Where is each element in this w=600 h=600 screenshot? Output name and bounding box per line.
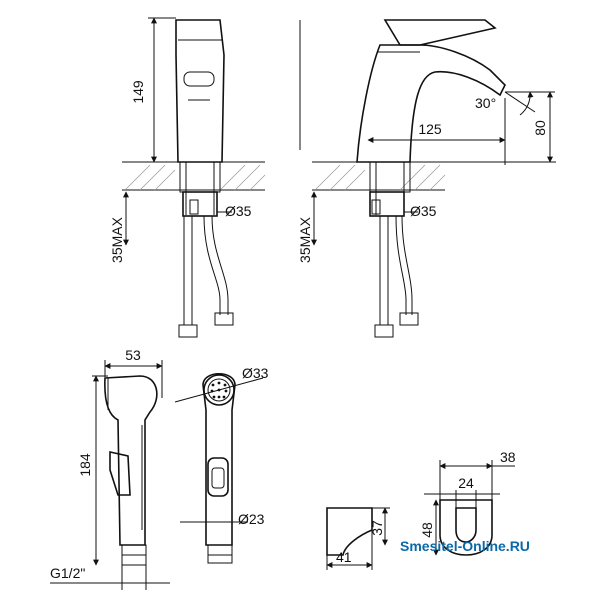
- mounting-assembly-side: [369, 161, 411, 217]
- mount-depth-front-label: 35MAX: [109, 216, 125, 263]
- reach-125-label: 125: [418, 121, 442, 137]
- dim-125: 125: [367, 98, 506, 165]
- height-37-label: 37: [369, 520, 385, 536]
- dim-35max-front: 35MAX: [109, 191, 129, 263]
- dim-53: 53: [104, 347, 163, 398]
- inner-width-24-label: 24: [458, 475, 474, 491]
- holder-side: 41 37: [326, 507, 390, 570]
- dim-hole-front: Ø35: [217, 203, 252, 219]
- watermark: Smesitel-Online.RU: [400, 538, 530, 554]
- faucet-body-side: [356, 19, 506, 163]
- handle-23-label: Ø23: [238, 511, 265, 527]
- head-width-53-label: 53: [125, 347, 141, 363]
- hand-shower-front: Ø33 Ø23: [174, 365, 269, 564]
- slot-height-48-label: 48: [419, 522, 435, 538]
- dim-hole-side: Ø35: [404, 203, 437, 219]
- hole-side-label: Ø35: [410, 203, 437, 219]
- front-view: 149 35MAX Ø35: [109, 17, 266, 338]
- dim-35max-side: 35MAX: [297, 20, 317, 263]
- countertop-side: [312, 161, 446, 191]
- height-149-label: 149: [130, 80, 146, 104]
- dim-38: 38: [439, 449, 516, 500]
- depth-41-label: 41: [336, 549, 352, 565]
- length-184-label: 184: [77, 453, 93, 477]
- angle-30-label: 30°: [475, 95, 496, 111]
- dim-184: 184: [77, 375, 108, 566]
- hoses-front: [178, 215, 234, 338]
- mount-depth-side-label: 35MAX: [297, 216, 313, 263]
- face-33-label: Ø33: [242, 365, 269, 381]
- side-view: 125 30° 80 35MAX Ø35: [297, 19, 556, 338]
- dim-80: 80: [445, 91, 556, 163]
- hand-shower-side: 53 184 G1/2": [50, 347, 170, 590]
- dim-thread: G1/2": [50, 565, 170, 590]
- thread-label: G1/2": [50, 565, 85, 581]
- dim-37: 37: [369, 507, 390, 546]
- dim-face: Ø33: [174, 365, 269, 403]
- outer-width-38-label: 38: [500, 449, 516, 465]
- mounting-assembly-front: [179, 161, 221, 217]
- faucet-body-front: [175, 19, 225, 163]
- countertop-front: [122, 161, 266, 191]
- holder-front: 38 24 48: [419, 449, 516, 556]
- dim-handle: Ø23: [180, 511, 265, 527]
- dim-41: 41: [326, 530, 373, 570]
- dim-149: 149: [130, 17, 176, 163]
- dim-24: 24: [424, 475, 500, 508]
- hoses-side: [374, 215, 419, 338]
- dim-angle: 30°: [475, 91, 545, 116]
- dim-48: 48: [419, 499, 439, 556]
- spout-height-80-label: 80: [532, 120, 548, 136]
- hole-front-label: Ø35: [225, 203, 252, 219]
